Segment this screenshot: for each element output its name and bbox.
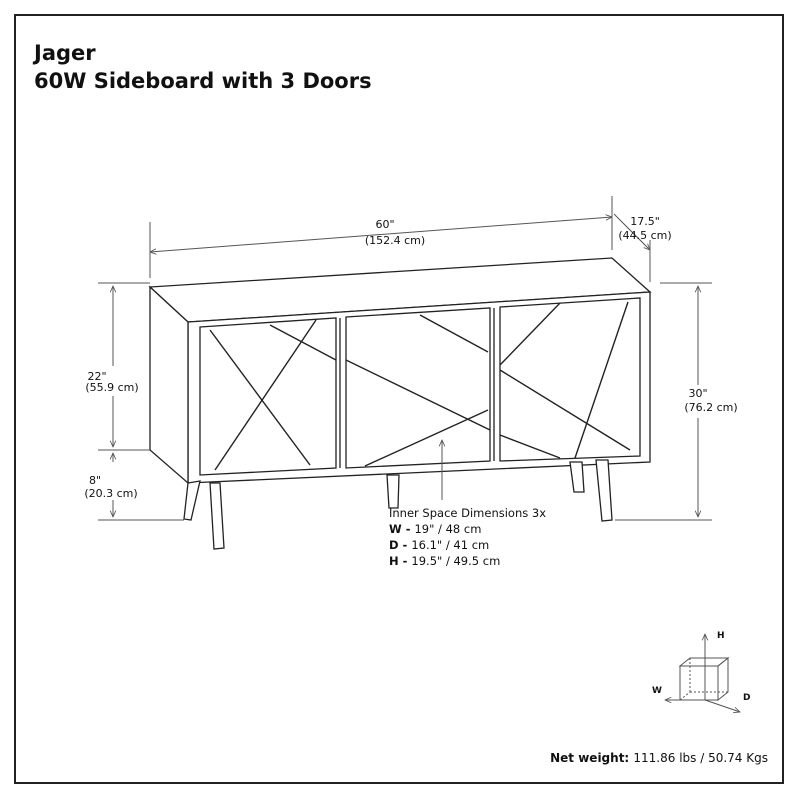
total-height-in-label: 30" (688, 387, 707, 400)
leg-height-in-label: 8" (89, 474, 101, 487)
axis-w-label: W (652, 686, 662, 696)
width-cm-label: (152.4 cm) (365, 234, 425, 247)
door-middle (345, 307, 491, 469)
inner-depth-value: 16.1" / 41 cm (411, 538, 490, 552)
product-title: 60W Sideboard with 3 Doors (34, 69, 372, 93)
leg-front-right (595, 459, 613, 522)
total-height-cm-label: (76.2 cm) (684, 401, 737, 414)
leg-back-left (183, 480, 201, 521)
depth-in-label: 17.5" (630, 215, 660, 228)
axis-d-label: D (743, 693, 750, 703)
leg-height-cm-label: (20.3 cm) (84, 487, 137, 500)
body-height-in-label: 22" (87, 370, 106, 383)
legs (183, 459, 613, 550)
net-weight-label: Net weight: (550, 751, 634, 765)
axis-h-label: H (717, 631, 725, 641)
leg-back-right (569, 461, 585, 493)
sideboard-body (148, 257, 652, 485)
depth-cm-label: (44.5 cm) (618, 229, 671, 242)
leg-back-middle (386, 474, 400, 509)
doors (199, 297, 641, 476)
inner-height-row: H - 19.5" / 49.5 cm (389, 553, 546, 569)
door-left (199, 317, 337, 476)
cabinet-front (187, 291, 651, 484)
leg-front-left (209, 482, 225, 550)
cabinet-left-side (149, 285, 189, 485)
brand-title: Jager (34, 41, 96, 65)
net-weight-value: 111.86 lbs / 50.74 Kgs (633, 751, 768, 765)
inner-height-value: 19.5" / 49.5 cm (411, 554, 501, 568)
axis-cube-icon (665, 634, 740, 712)
door-right (499, 297, 641, 462)
width-in-label: 60" (375, 218, 394, 231)
inner-width-row: W - 19" / 48 cm (389, 521, 546, 537)
inner-width-label: W - (389, 522, 415, 536)
inner-depth-label: D - (389, 538, 412, 552)
body-height-cm-label: (55.9 cm) (85, 381, 138, 394)
net-weight: Net weight: 111.86 lbs / 50.74 Kgs (550, 751, 768, 765)
dimension-lines (98, 196, 712, 521)
door-patterns (209, 301, 631, 471)
diagram-frame (14, 14, 784, 784)
inner-space-info: Inner Space Dimensions 3x W - 19" / 48 c… (389, 505, 546, 569)
inner-space-title: Inner Space Dimensions 3x (389, 506, 547, 520)
inner-height-label: H - (389, 554, 412, 568)
inner-depth-row: D - 16.1" / 41 cm (389, 537, 546, 553)
inner-width-value: 19" / 48 cm (414, 522, 482, 536)
